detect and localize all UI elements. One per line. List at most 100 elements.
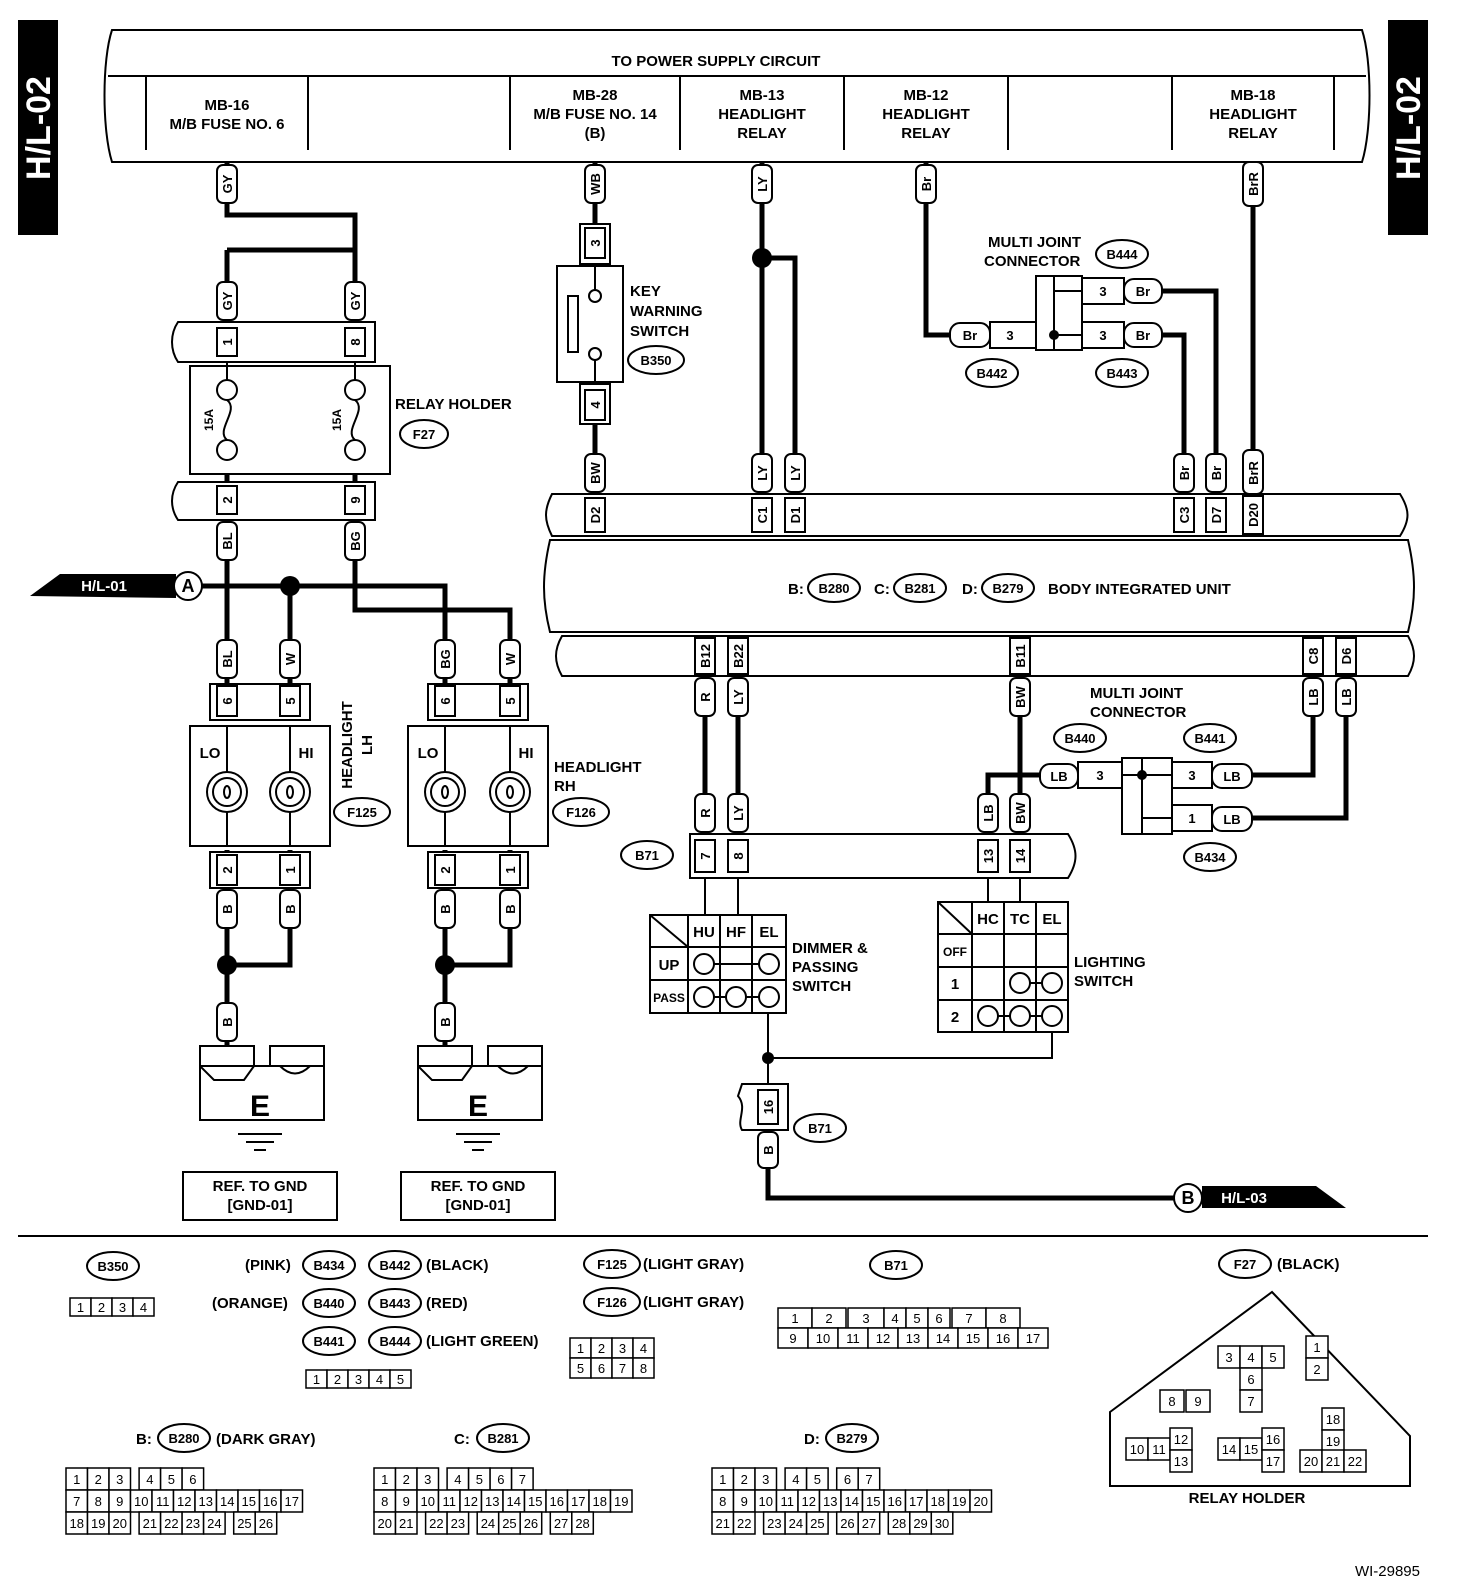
pin-cell bbox=[1261, 1345, 1285, 1369]
svg-text:3: 3 bbox=[1006, 328, 1013, 343]
pin-number: 1 bbox=[313, 1372, 320, 1387]
key-warning-switch: 3 4 KEY WARNING SWITCH B350 bbox=[556, 223, 703, 425]
pin-number: 11 bbox=[781, 1494, 795, 1509]
pin-number: 20 bbox=[974, 1494, 988, 1509]
svg-text:(BLACK): (BLACK) bbox=[426, 1257, 488, 1274]
svg-text:1: 1 bbox=[283, 866, 298, 873]
pin-number: 9 bbox=[789, 1331, 796, 1346]
wire-b-tag: B bbox=[220, 1017, 235, 1026]
wire-tags: GY GY GY WB LY Br BrR BW LY LY Br Br BrR… bbox=[216, 161, 1357, 1169]
svg-text:D7: D7 bbox=[1209, 507, 1224, 524]
pin-number: 1 bbox=[1313, 1340, 1320, 1355]
svg-text:HI: HI bbox=[299, 745, 314, 762]
power-supply-title: TO POWER SUPPLY CIRCUIT bbox=[612, 53, 821, 70]
pin-number: 10 bbox=[421, 1494, 435, 1509]
headlight-lh: 6 5 LO HI 2 1 HEADLIGHT LH F125 bbox=[189, 683, 391, 889]
svg-text:C3: C3 bbox=[1177, 507, 1192, 524]
wire-ly-tag: LY bbox=[755, 465, 770, 481]
pin-number: 4 bbox=[640, 1341, 647, 1356]
wire-w-tag: W bbox=[283, 652, 298, 665]
wire-bl-tag: BL bbox=[220, 650, 235, 667]
svg-text:16: 16 bbox=[761, 1100, 776, 1114]
svg-text:D:: D: bbox=[962, 581, 978, 598]
pin-cell bbox=[108, 1511, 132, 1535]
ref-hl03: B H/L-03 bbox=[1173, 1183, 1346, 1213]
pin-number: 4 bbox=[376, 1372, 383, 1387]
pin-number: 1 bbox=[577, 1341, 584, 1356]
pin-number: 1 bbox=[719, 1472, 726, 1487]
pin-number: 22 bbox=[429, 1516, 443, 1531]
svg-text:3: 3 bbox=[1099, 328, 1106, 343]
svg-text:2: 2 bbox=[220, 496, 235, 503]
wire-lb-tag: LB bbox=[1306, 688, 1321, 705]
pin-cell bbox=[1261, 1449, 1285, 1473]
svg-text:C8: C8 bbox=[1306, 648, 1321, 665]
pin-cell bbox=[571, 1511, 595, 1535]
pin-number: 25 bbox=[502, 1516, 516, 1531]
relay-holder-id: F27 bbox=[413, 427, 435, 442]
pin-number: 6 bbox=[598, 1361, 605, 1376]
pin-cell bbox=[632, 1357, 655, 1379]
pin-number: 6 bbox=[844, 1472, 851, 1487]
pin-number: 12 bbox=[177, 1494, 191, 1509]
pin-cell bbox=[857, 1511, 881, 1535]
pin-number: 22 bbox=[164, 1516, 178, 1531]
wire-bw-tag: BW bbox=[1013, 685, 1028, 707]
pin-number: 7 bbox=[519, 1472, 526, 1487]
legend-relay-holder-label: RELAY HOLDER bbox=[1189, 1490, 1306, 1507]
ground-ref-rh-1: REF. TO GND bbox=[431, 1178, 526, 1195]
svg-text:HU: HU bbox=[693, 924, 715, 941]
pin-number: 14 bbox=[1222, 1442, 1236, 1457]
pin-number: 19 bbox=[1326, 1434, 1340, 1449]
svg-text:B: B bbox=[1182, 1188, 1195, 1208]
pin-cell bbox=[254, 1511, 278, 1535]
svg-text:14: 14 bbox=[1013, 848, 1028, 863]
wire-bg-tag: BG bbox=[348, 531, 363, 551]
pin-number: 13 bbox=[199, 1494, 213, 1509]
pin-number: 24 bbox=[789, 1516, 803, 1531]
svg-text:EL: EL bbox=[759, 924, 778, 941]
wire-gy-tag: GY bbox=[348, 291, 363, 310]
wire-b-tag: B bbox=[503, 904, 518, 913]
pin-number: 12 bbox=[1174, 1432, 1188, 1447]
pin-number: 11 bbox=[846, 1331, 860, 1346]
svg-text:9: 9 bbox=[348, 496, 363, 503]
side-tab-left bbox=[18, 20, 58, 235]
svg-text:B:: B: bbox=[136, 1431, 152, 1448]
pin-number: 5 bbox=[814, 1472, 821, 1487]
pin-number: 4 bbox=[140, 1300, 147, 1315]
svg-text:B440: B440 bbox=[1064, 731, 1095, 746]
pin-number: 2 bbox=[741, 1472, 748, 1487]
pin-number: 2 bbox=[598, 1341, 605, 1356]
pin-number: 6 bbox=[935, 1311, 942, 1326]
pin-number: 9 bbox=[741, 1494, 748, 1509]
multi-joint-connector-top: MULTI JOINT CONNECTOR B444 3 3 3 Br Br B… bbox=[949, 234, 1163, 388]
pin-number: 28 bbox=[575, 1516, 589, 1531]
pin-number: 5 bbox=[1269, 1350, 1276, 1365]
ground-ref-lh-2: [GND-01] bbox=[227, 1197, 292, 1214]
key-warning-label-1: KEY bbox=[630, 283, 661, 300]
dimmer-passing-switch: HU HF EL UP PASS DIMMER & PASSING SWITCH bbox=[649, 914, 868, 1014]
pin-cell bbox=[1305, 1357, 1329, 1381]
wire-br-tag: Br bbox=[1177, 466, 1192, 480]
svg-text:C1: C1 bbox=[755, 507, 770, 524]
body-integrated-unit: D2 C1 D1 C3 D7 D20 B: B280 C: B281 D: B2… bbox=[543, 493, 1415, 677]
svg-text:3: 3 bbox=[1188, 768, 1195, 783]
svg-text:H/L-03: H/L-03 bbox=[1221, 1190, 1267, 1207]
pin-number: 27 bbox=[862, 1516, 876, 1531]
wire-b-tag: B bbox=[761, 1145, 776, 1154]
svg-text:6: 6 bbox=[438, 697, 453, 704]
ground-lh: E REF. TO GND [GND-01] bbox=[182, 1045, 338, 1221]
pin-number: 21 bbox=[399, 1516, 413, 1531]
svg-text:3: 3 bbox=[1096, 768, 1103, 783]
pin-number: 14 bbox=[220, 1494, 234, 1509]
svg-text:B71: B71 bbox=[635, 848, 659, 863]
side-tab-right-label: H/L-02 bbox=[1390, 76, 1428, 180]
pin-number: 17 bbox=[571, 1494, 585, 1509]
pin-number: 7 bbox=[1247, 1394, 1254, 1409]
wire-bw-tag: BW bbox=[1013, 801, 1028, 823]
pin-number: 3 bbox=[762, 1472, 769, 1487]
